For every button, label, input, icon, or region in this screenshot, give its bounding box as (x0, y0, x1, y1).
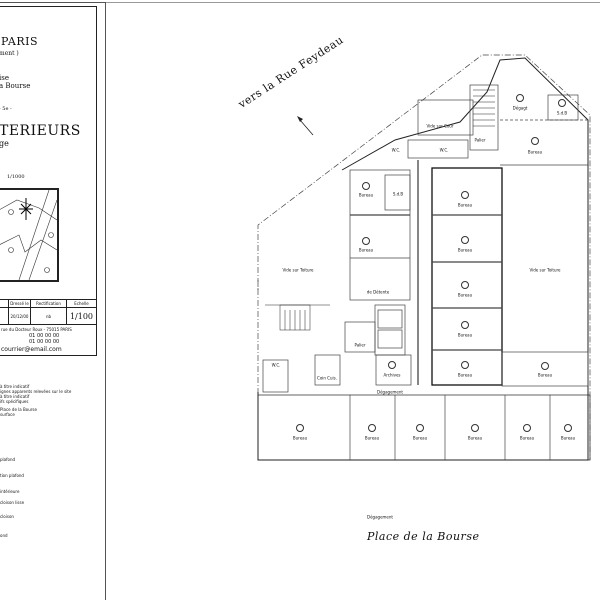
note-line: ifs spécifiques (0, 399, 29, 404)
square-label: Place de la Bourse (367, 530, 480, 543)
location-map-drawing (0, 189, 58, 281)
north-arrow-icon (19, 198, 33, 220)
room-label: Bureau (457, 332, 473, 338)
room-marker (564, 424, 572, 432)
room-label: W.C. (439, 147, 449, 153)
room-label: Bureau (457, 247, 473, 253)
address-line-2: a Bourse (0, 82, 31, 90)
room-marker (296, 424, 304, 432)
room-label: Bureau (527, 149, 543, 155)
contact-line: 01 00 00 00 (29, 339, 60, 345)
address-line-1: ise (0, 74, 9, 82)
location-scale: 1/1000 (7, 174, 25, 180)
city: PARIS (1, 35, 38, 48)
room-label: W.C. (391, 147, 401, 153)
floor-ref: - 5e - (0, 106, 12, 112)
note-line: à titre indicatif (0, 384, 30, 389)
room-marker (558, 99, 566, 107)
contact-email: courrier@email.com (1, 346, 62, 353)
room-marker (368, 424, 376, 432)
room-marker (416, 424, 424, 432)
room-marker (516, 94, 524, 102)
room-label: Bureau (358, 192, 374, 198)
room-label: Dégagement (367, 514, 393, 520)
room-label: Vide sur Cour (426, 123, 454, 129)
room-label: Dégagt (512, 105, 528, 111)
room-marker (388, 361, 396, 369)
legend-line: intérieure (0, 489, 20, 494)
north-arrow-icon (297, 116, 314, 136)
note-line: à titre indicatif (0, 394, 30, 399)
drawing-subtitle: ge (0, 139, 9, 148)
room-label: Coin Cuis. (317, 375, 337, 381)
room-label: Bureau (519, 435, 535, 441)
room-marker (523, 424, 531, 432)
room-label: Bureau (560, 435, 576, 441)
room-label: S.d.B (556, 110, 568, 116)
room-label: W.C. (271, 362, 281, 368)
room-label: S.d.B (392, 191, 404, 197)
room-marker (541, 362, 549, 370)
district: ment ) (0, 50, 19, 57)
room-label: Bureau (358, 247, 374, 253)
room-label: Vide sur Toiture (529, 267, 561, 273)
room-label: Bureau (292, 435, 308, 441)
room-marker (461, 236, 469, 244)
room-marker (461, 321, 469, 329)
contact-line: 01 00 00 00 (29, 333, 60, 339)
room-marker (531, 137, 539, 145)
room-label: Bureau (457, 372, 473, 378)
location-map (0, 188, 59, 282)
room-label: Palier (474, 137, 486, 143)
note-line: surface (0, 412, 15, 417)
drawing-title: TERIEURS (0, 123, 81, 139)
room-marker (461, 191, 469, 199)
room-label: de Détente (366, 289, 390, 295)
room-marker (471, 424, 479, 432)
room-marker (461, 281, 469, 289)
room-marker (362, 237, 370, 245)
room-label: Bureau (537, 372, 553, 378)
room-label: Bureau (364, 435, 380, 441)
sheet-top-border (106, 2, 600, 3)
contact-line: rue du Docteur Roux - 75015 PARIS (1, 327, 72, 332)
title-block: PARIS ment ) ise a Bourse - 5e - TERIEUR… (0, 6, 97, 356)
table-col-0 (0, 300, 9, 324)
room-label: Vide sur Toiture (282, 267, 314, 273)
room-marker (362, 182, 370, 190)
sheet-border (0, 2, 106, 600)
room-label: Bureau (457, 202, 473, 208)
legend-line: plafond (0, 457, 16, 462)
room-label: Dégagement (377, 389, 403, 395)
room-label: Archives (383, 372, 401, 378)
legend-line: ond (0, 533, 8, 538)
legend-line: cloison lisse (0, 500, 25, 505)
room-label: Bureau (412, 435, 428, 441)
room-label: Palier (354, 342, 366, 348)
legend-line: cloison (0, 514, 14, 519)
note-line: Place de la Bourse (0, 407, 37, 412)
room-marker (461, 361, 469, 369)
room-label: Bureau (467, 435, 483, 441)
room-label: Bureau (457, 292, 473, 298)
legend-line: tion plafond (0, 473, 24, 478)
note-line: ignes apparents relevées sur le site (0, 389, 72, 394)
